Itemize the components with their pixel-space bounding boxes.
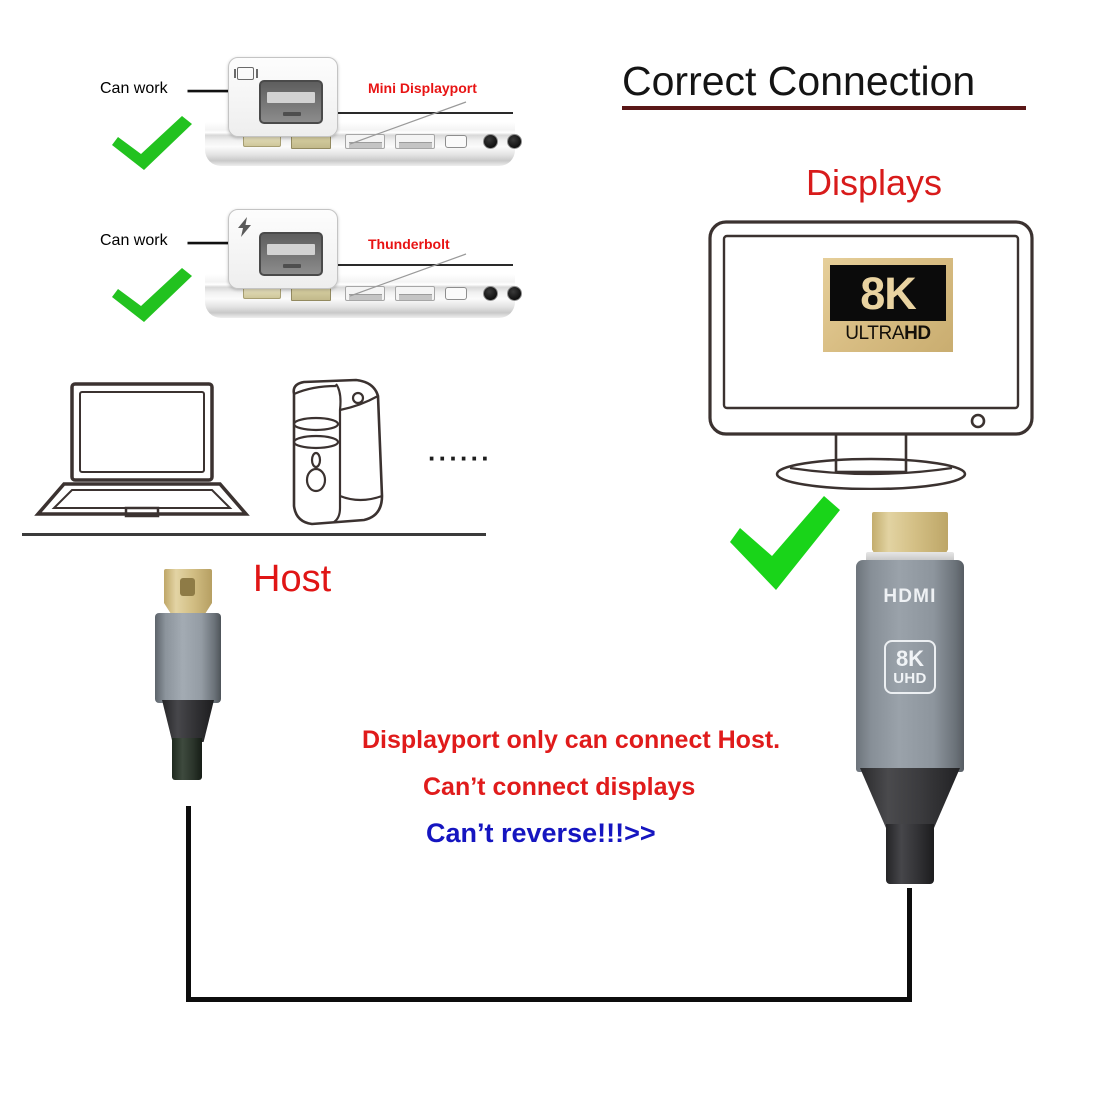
- ultrahd-badge-resolution: 8K: [860, 267, 917, 319]
- callout-leader-line-1: [350, 101, 467, 145]
- ultrahd-badge-sub-suffix: HD: [904, 323, 931, 344]
- page-title: Correct Connection: [622, 58, 976, 104]
- ultrahd-badge-panel: 8K: [830, 265, 946, 321]
- ultrahd-badge-subtitle: ULTRAHD: [830, 321, 946, 347]
- green-check-icon: [112, 268, 192, 322]
- mini-displayport-label: Mini Displayport: [368, 80, 477, 96]
- displays-label: Displays: [806, 162, 943, 203]
- bracket-bottom-segment: [186, 997, 912, 1002]
- thunderbolt-bolt-icon: [238, 217, 251, 237]
- thunderbolt-callout: [228, 209, 338, 289]
- hdmi-badge-uhd: UHD: [893, 669, 927, 687]
- desktop-tower-outline-icon: [292, 378, 384, 526]
- laptop-outline-icon: [34, 382, 250, 518]
- mini-displayport-strain-relief: [162, 700, 214, 742]
- hdmi-connector-housing: [856, 560, 964, 772]
- ultrahd-badge-sub-prefix: ULTRA: [845, 323, 905, 344]
- hdmi-8k-uhd-badge: 8K UHD: [884, 640, 936, 694]
- warning-line-2: Can’t connect displays: [423, 773, 696, 801]
- warning-line-3: Can’t reverse!!!>>: [426, 818, 656, 848]
- more-devices-ellipsis: ······: [428, 443, 492, 473]
- can-work-label-mini-displayport: Can work: [100, 80, 168, 97]
- can-work-label-thunderbolt: Can work: [100, 232, 168, 249]
- green-check-icon: [730, 496, 840, 590]
- host-label: Host: [253, 558, 332, 600]
- hdmi-cable-jacket: [886, 824, 934, 884]
- bracket-left-segment: [186, 806, 191, 1002]
- monitor-outline-icon: [708, 220, 1034, 490]
- mini-displayport-callout: [228, 57, 338, 137]
- ultrahd-badge: 8K ULTRAHD: [823, 258, 953, 352]
- warning-line-1: Displayport only can connect Host.: [362, 726, 781, 754]
- hdmi-tip-lip: [866, 552, 954, 562]
- mini-displayport-tip-slot: [180, 578, 195, 596]
- hdmi-brand-text: HDMI: [883, 586, 937, 607]
- host-divider-line: [22, 533, 486, 536]
- callout-leader-line-2: [350, 253, 467, 297]
- hdmi-strain-relief: [860, 768, 960, 828]
- title-underline: [622, 106, 1026, 110]
- bracket-right-segment: [907, 888, 912, 1002]
- mini-displayport-cable-jacket: [172, 738, 202, 780]
- hdmi-badge-8k: 8K: [895, 645, 925, 671]
- mini-displayport-housing: [155, 613, 221, 703]
- thunderbolt-label: Thunderbolt: [368, 236, 450, 252]
- green-check-icon: [112, 116, 192, 170]
